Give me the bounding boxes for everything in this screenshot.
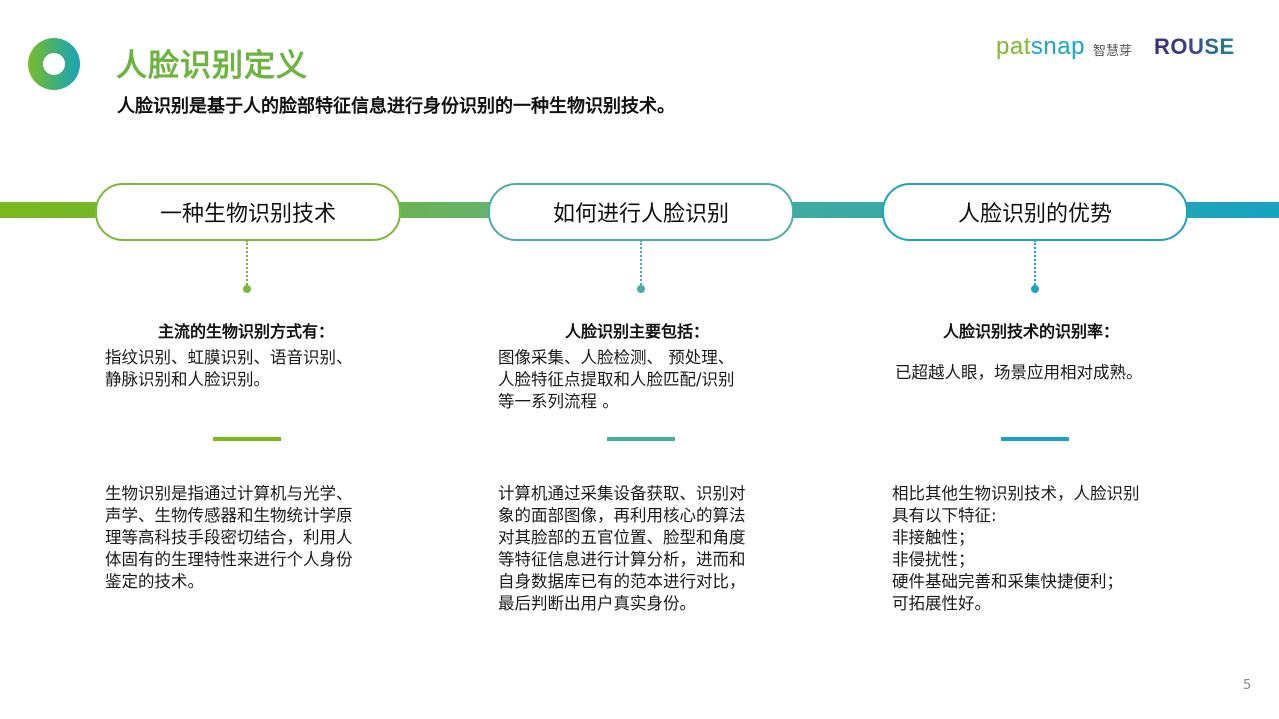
col1-separator [213,437,281,441]
col3-detail: 相比其他生物识别技术，人脸识别 具有以下特征: 非接触性； 非侵扰性； 硬件基础… [892,484,1140,613]
connector-dotted-line [1034,240,1036,288]
patsnap-cn-label: 智慧芽 [1093,44,1133,59]
col2-detail: 计算机通过采集设备获取、识别对 象的面部图像，再利用核心的算法 对其脸部的五官位… [498,484,746,613]
patsnap-logo-part2: snap [1030,33,1085,60]
pill-how-face-recognition: 如何进行人脸识别 [488,183,794,241]
col1-detail: 生物识别是指通过计算机与光学、 声学、生物传感器和生物统计学原 理等高科技手段密… [105,484,353,591]
pill-face-recognition-advantages: 人脸识别的优势 [882,183,1188,241]
connector-dot-icon [637,285,645,293]
page-title: 人脸识别定义 [116,48,308,84]
col3-summary: 已超越人眼，场景应用相对成熟。 [895,363,1143,382]
page-subtitle: 人脸识别是基于人的脸部特征信息进行身份识别的一种生物识别技术。 [117,96,675,117]
connector-dot-icon [1031,285,1039,293]
logo-ring-icon [28,38,80,90]
col2-separator [607,437,675,441]
col2-heading: 人脸识别主要包括： [564,322,709,341]
col3-separator [1001,437,1069,441]
col3-heading: 人脸识别技术的识别率： [942,322,1119,341]
col1-summary: 指纹识别、虹膜识别、语音识别、 静脉识别和人脸识别。 [105,348,353,389]
page-number: 5 [1243,678,1252,693]
connector-dotted-line [640,240,642,288]
pill-biometric-tech: 一种生物识别技术 [95,183,401,241]
col2-summary: 图像采集、人脸检测、 预处理、 人脸特征点提取和人脸匹配/识别 等一系列流程 。 [498,348,735,411]
connector-dotted-line [246,240,248,288]
col1-heading: 主流的生物识别方式有： [157,322,334,341]
patsnap-logo-part1: pat [996,33,1031,60]
patsnap-logo: patsnap [996,33,1085,61]
rouse-logo: ROUSE [1154,34,1235,59]
connector-dot-icon [243,285,251,293]
